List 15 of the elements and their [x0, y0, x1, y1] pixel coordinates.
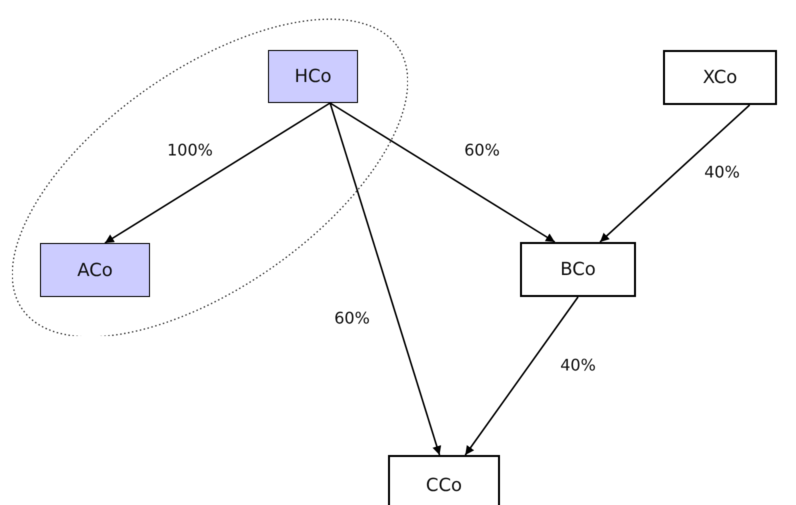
arrow [600, 104, 750, 243]
company-name: ACo [77, 260, 113, 280]
company-box [40, 243, 150, 297]
company-name: HCo [294, 66, 332, 87]
arrow [329, 102, 442, 456]
company-box [268, 50, 358, 103]
company-name: BCo [560, 259, 596, 280]
arrow [464, 296, 579, 456]
company-name: XCo [702, 67, 738, 88]
arrow [104, 102, 331, 244]
company-box [388, 455, 500, 505]
company-name: CCo [426, 474, 462, 496]
company-box [520, 242, 636, 297]
arrow [330, 102, 556, 243]
company-box [663, 50, 777, 105]
